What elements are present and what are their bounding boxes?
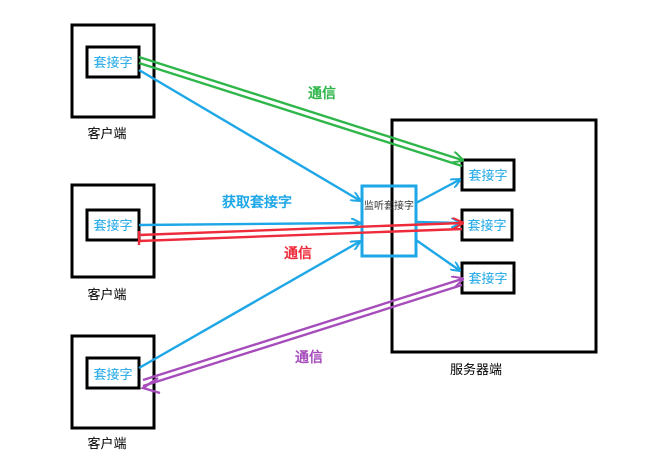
client-3-socket: [85, 356, 141, 390]
create-arrow-1: [415, 180, 459, 205]
server: 服务器端 套接字 套接字 套接字: [390, 118, 598, 378]
request-arrow-2: [138, 223, 359, 225]
listening-socket-box: [360, 184, 418, 258]
server-socket-1-label: 套接字: [468, 168, 507, 184]
server-socket-3-label: 套接字: [468, 271, 507, 287]
server-socket-2-label: 套接字: [467, 218, 506, 234]
listening-socket-label: 监听套接字: [364, 199, 414, 212]
client-3: 套接字 客户端: [70, 334, 156, 452]
client-2-socket-label: 套接字: [93, 218, 132, 234]
create-arrow-3: [415, 239, 459, 270]
client-3-caption: 客户端: [87, 436, 126, 452]
red-comm-arrow: [137, 223, 462, 245]
client-1-caption: 客户端: [87, 126, 126, 142]
label-comm-bottom: 通信: [295, 349, 323, 366]
server-socket-1: [460, 158, 516, 192]
green-comm-arrow: [138, 55, 462, 168]
label-acquire-socket: 获取套接字: [222, 194, 292, 211]
client-1-socket: [85, 45, 141, 79]
client-2: 套接字 客户端: [70, 183, 156, 303]
purple-comm-arrow: [140, 279, 462, 395]
client-1: 套接字 客户端: [70, 23, 156, 142]
request-arrow-1: [138, 68, 359, 200]
server-box: [390, 118, 598, 354]
client-1-box: [70, 23, 156, 119]
label-comm-top: 通信: [308, 85, 336, 102]
client-2-box: [70, 183, 156, 279]
client-1-socket-label: 套接字: [93, 55, 132, 71]
client-3-socket-label: 套接字: [93, 367, 132, 383]
request-arrow-3: [138, 242, 359, 370]
client-2-caption: 客户端: [87, 287, 126, 303]
server-caption: 服务器端: [450, 362, 502, 378]
listening-socket: 监听套接字: [360, 184, 418, 258]
label-comm-mid: 通信: [284, 245, 312, 262]
